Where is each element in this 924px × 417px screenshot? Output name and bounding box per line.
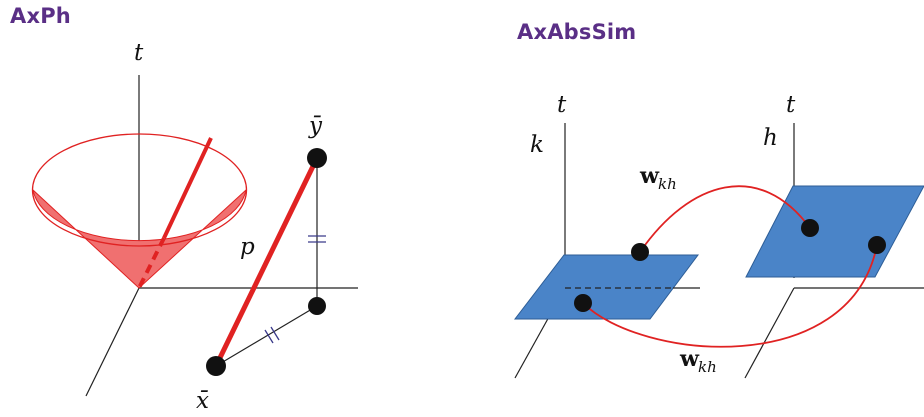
worldline-p xyxy=(213,156,320,368)
left-panel-title: AxPh xyxy=(10,4,71,28)
cone-worldline-dashed xyxy=(137,237,166,289)
frame-h-depth-axis xyxy=(744,287,795,379)
point-h-lower xyxy=(868,236,886,254)
right-diagram: t t k h w kh w kh xyxy=(513,92,924,379)
point-y-bar xyxy=(307,148,327,168)
label-w-bottom-subscript: kh xyxy=(698,358,717,376)
label-w-top: w kh xyxy=(639,163,677,193)
depth-axis xyxy=(85,287,140,397)
label-k: k xyxy=(530,132,544,158)
label-t-left: t xyxy=(134,40,144,66)
label-t-frame-h: t xyxy=(786,92,796,118)
label-y-bar: ȳ xyxy=(308,113,323,139)
label-w-top-main: w xyxy=(639,163,660,189)
label-h: h xyxy=(763,125,778,151)
label-t-frame-k: t xyxy=(557,92,567,118)
point-k-upper xyxy=(631,243,649,261)
right-panel-title: AxAbsSim xyxy=(517,20,637,44)
equal-mark-slanted-1 xyxy=(264,329,274,344)
label-p: p xyxy=(240,234,255,260)
left-diagram: t ȳ p x̄ xyxy=(31,40,358,414)
label-w-bottom-main: w xyxy=(679,346,700,372)
arc-w-bottom xyxy=(582,244,878,348)
label-x-bar: x̄ xyxy=(196,388,209,414)
plane-k xyxy=(513,254,699,320)
equal-mark-slanted-2 xyxy=(270,326,280,341)
arc-w-top xyxy=(639,185,811,253)
cone-worldline-solid xyxy=(162,137,213,239)
plane-h xyxy=(745,185,924,278)
x-connector xyxy=(215,305,318,367)
light-cone xyxy=(32,188,247,289)
light-cone-rim xyxy=(31,133,248,247)
point-projection xyxy=(308,297,326,315)
point-x-bar xyxy=(206,356,226,376)
label-w-bottom: w kh xyxy=(679,346,717,376)
label-w-top-subscript: kh xyxy=(658,175,677,193)
point-k-lower xyxy=(574,294,592,312)
point-h-upper xyxy=(801,219,819,237)
